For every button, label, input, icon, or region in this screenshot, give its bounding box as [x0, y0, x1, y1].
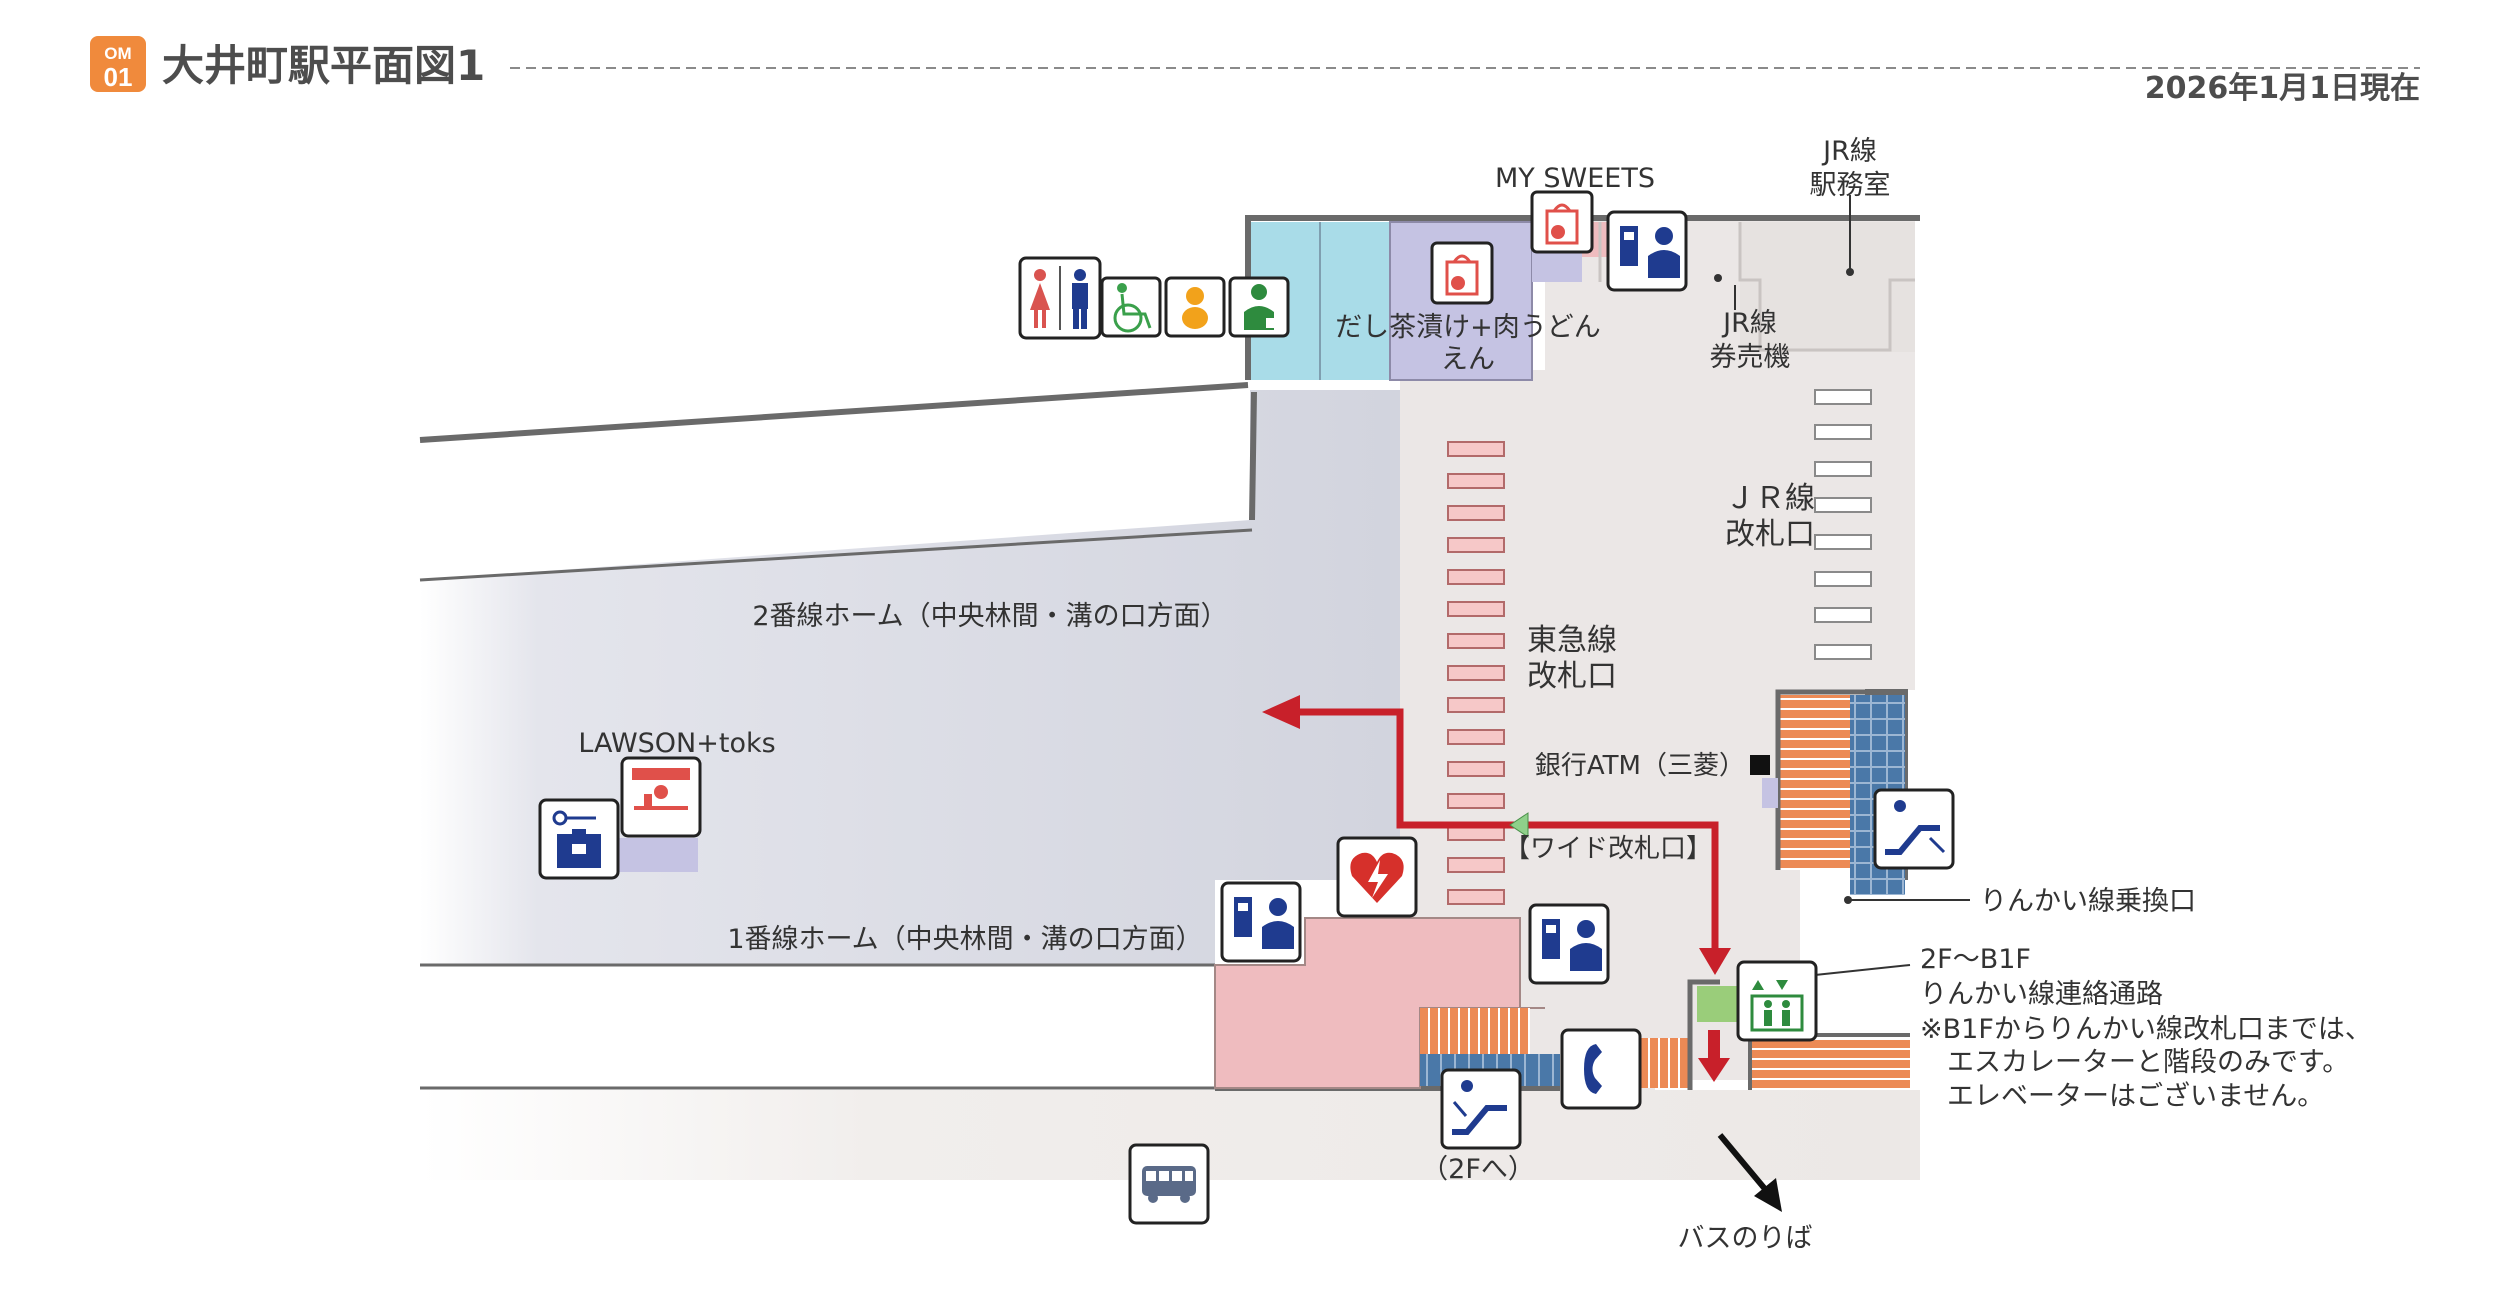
label-note-2: エスカレーターと階段のみです。: [1947, 1047, 2349, 1078]
tokyu-gate-slot: [1447, 569, 1505, 585]
sweets-shop-icon: [1530, 190, 1594, 254]
jr-office: [1740, 222, 1915, 352]
label-lawson: LAWSON+toks: [578, 728, 775, 759]
jr-office-dot: [1846, 268, 1854, 276]
label-passage-2: りんかい線連絡通路: [1920, 979, 2163, 1010]
jr-gate-slot: [1814, 389, 1872, 405]
jr-gate-slot: [1814, 644, 1872, 660]
accessible-route: [1300, 708, 1719, 955]
bus-icon: [1128, 1143, 1210, 1225]
jr-gates: [1814, 389, 1872, 660]
tokyu-gate-slot: [1447, 793, 1505, 809]
jr-gate-slot: [1814, 497, 1872, 513]
ticket-machine-icon: [1528, 903, 1610, 985]
tokyu-gate-slot: [1447, 665, 1505, 681]
page-title: 大井町駅平面図1: [162, 41, 485, 90]
jr-gate-slot: [1814, 461, 1872, 477]
label-my-sweets: MY SWEETS: [1495, 163, 1655, 194]
label-jr-ticket-2: 券売機: [1710, 342, 1791, 373]
leader-lines: [1734, 195, 1970, 976]
tokyu-gate-slot: [1447, 697, 1505, 713]
telephone-icon: [1560, 1028, 1642, 1110]
escalator-icon: [1440, 1068, 1522, 1150]
label-jr-gate-2: 改札口: [1725, 517, 1815, 552]
ticket-machine-icon: [1220, 881, 1302, 963]
badge: [90, 36, 146, 92]
aed-icon: [1336, 836, 1418, 918]
jr-gate-slot: [1814, 607, 1872, 623]
label-wide-gate: 【ワイド改札口】: [1504, 834, 1712, 864]
floor-areas: [420, 220, 1920, 1180]
tokyu-gates: [1447, 441, 1505, 905]
tokyu-gate-slot: [1447, 761, 1505, 777]
label-platform-2: 2番線ホーム（中央林間・溝の口方面）: [752, 601, 1227, 632]
jr-gate-slot: [1814, 571, 1872, 587]
label-rinkai-transfer: りんかい線乗換口: [1980, 886, 2196, 917]
label-atm: 銀行ATM（三菱）: [1535, 751, 1745, 781]
tokyu-gate-slot: [1447, 633, 1505, 649]
atm-icon: [1750, 755, 1770, 775]
route-arrowhead-down: [1699, 948, 1731, 975]
tokyu-gate-slot: [1447, 601, 1505, 617]
tokyu-gate-slot: [1447, 889, 1505, 905]
ticket-machine-icon: [1606, 210, 1688, 292]
shop-icon: [1430, 241, 1494, 305]
label-restaurant-2: えん: [1441, 344, 1495, 375]
tokyu-gate-slot: [1447, 441, 1505, 457]
label-to-2f: （2Fへ）: [1421, 1154, 1535, 1185]
tokyu-gate-slot: [1447, 857, 1505, 873]
tokyu-gate-slot: [1447, 537, 1505, 553]
escalator-icon: [1873, 788, 1955, 870]
track-area: [420, 968, 1220, 1088]
label-bus: バスのりば: [1678, 1223, 1813, 1254]
tokyu-gate-slot: [1447, 473, 1505, 489]
route-arrowhead-left: [1262, 695, 1300, 729]
label-jr-ticket-1: JR線: [1721, 308, 1777, 339]
label-note-1: ※B1Fからりんかい線改札口までは、: [1920, 1014, 2372, 1045]
label-jr-gate-1: ＪＲ線: [1725, 481, 1815, 516]
label-restaurant-1: だし茶漬け+肉うどん: [1335, 312, 1601, 343]
label-note-3: エレベーターはございません。: [1947, 1081, 2324, 1112]
tokyu-gate-slot: [1447, 729, 1505, 745]
badge-bottom: 01: [104, 62, 133, 92]
label-tokyu-gate-1: 東急線: [1527, 623, 1617, 658]
jr-gate-slot: [1814, 534, 1872, 550]
elevator-down-arrow: [1698, 1030, 1730, 1082]
wheelchair-icon: [1100, 276, 1162, 338]
ticket-dot: [1714, 274, 1722, 282]
jr-gate-slot: [1814, 424, 1872, 440]
restroom-icon: [1018, 256, 1102, 340]
bus-direction-arrow: [1717, 1133, 1782, 1212]
map-labels: MY SWEETS JR線 駅務室 だし茶漬け+肉うどん えん JR線 券売機 …: [578, 136, 2372, 1254]
jr-office-outline: [1598, 222, 1915, 352]
coin-locker-icon: [538, 798, 620, 880]
multipurpose-room-icon: [1228, 276, 1290, 338]
label-tokyu-gate-2: 改札口: [1527, 659, 1617, 694]
label-jr-office-1: JR線: [1821, 136, 1877, 167]
header: OM 01 大井町駅平面図1 2026年1月1日現在: [90, 36, 2420, 106]
date-stamp: 2026年1月1日現在: [2145, 71, 2420, 106]
baby-icon: [1164, 276, 1226, 338]
label-jr-office-2: 駅務室: [1810, 170, 1891, 201]
tokyu-gate-slot: [1447, 505, 1505, 521]
badge-top: OM: [104, 44, 131, 63]
rinkai-dot: [1844, 896, 1852, 904]
label-passage-1: 2F～B1F: [1920, 944, 2031, 975]
lower-right-stairs: [1640, 979, 1910, 1090]
label-platform-1: 1番線ホーム（中央林間・溝の口方面）: [727, 924, 1202, 955]
wide-gate-marker: [1509, 812, 1529, 838]
elevator-icon: [1736, 960, 1818, 1042]
lawson-shop-icon: [620, 756, 702, 838]
